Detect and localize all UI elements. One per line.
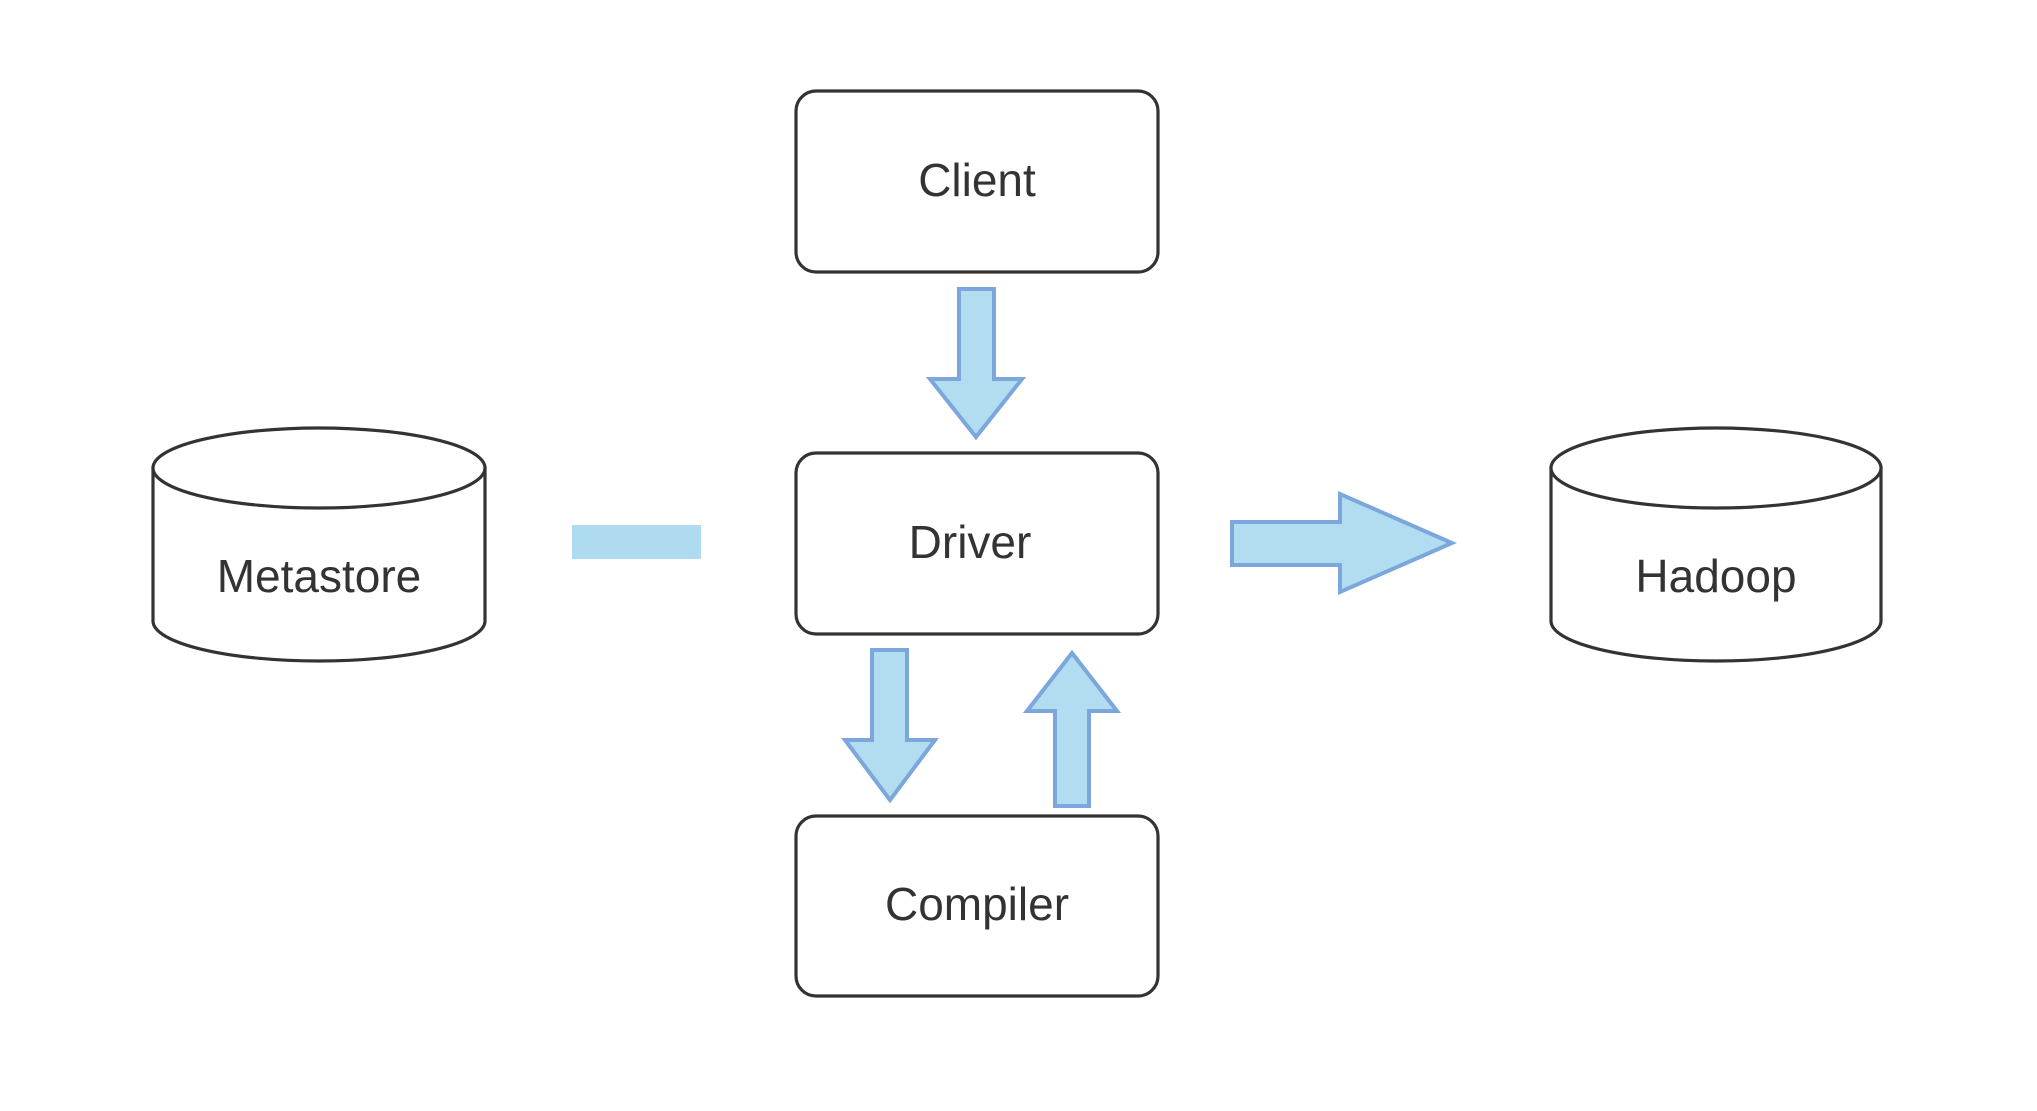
up-arrow-shape xyxy=(1022,649,1122,808)
node-compiler[interactable]: Compiler xyxy=(794,814,1160,998)
hadoop-cylinder-top xyxy=(1549,426,1883,510)
hadoop-cylinder-body xyxy=(1549,466,1883,663)
node-client[interactable]: Client xyxy=(794,89,1160,274)
down-arrow-shape xyxy=(925,287,1027,441)
compiler-box-shape xyxy=(794,814,1160,998)
arrow-client-to-driver[interactable] xyxy=(925,287,1027,441)
right-arrow-shape xyxy=(1230,490,1457,596)
arrow-compiler-to-driver[interactable] xyxy=(1022,649,1122,808)
driver-box-shape xyxy=(794,451,1160,636)
hadoop-label: Hadoop xyxy=(1635,550,1796,602)
node-metastore[interactable]: Metastore xyxy=(151,426,487,663)
driver-label: Driver xyxy=(909,516,1032,568)
metastore-label: Metastore xyxy=(217,550,422,602)
arrow-driver-to-compiler[interactable] xyxy=(841,648,939,804)
connector-metastore-to-driver[interactable] xyxy=(572,525,701,559)
down-arrow-shape xyxy=(841,648,939,804)
node-driver[interactable]: Driver xyxy=(794,451,1160,636)
compiler-label: Compiler xyxy=(885,878,1069,930)
node-hadoop[interactable]: Hadoop xyxy=(1549,426,1883,663)
metastore-cylinder-body xyxy=(151,466,487,663)
metastore-driver-bar-shape xyxy=(572,525,701,559)
arrow-driver-to-hadoop[interactable] xyxy=(1230,490,1457,596)
metastore-cylinder-top xyxy=(151,426,487,510)
client-label: Client xyxy=(918,154,1036,206)
client-box-shape xyxy=(794,89,1160,274)
